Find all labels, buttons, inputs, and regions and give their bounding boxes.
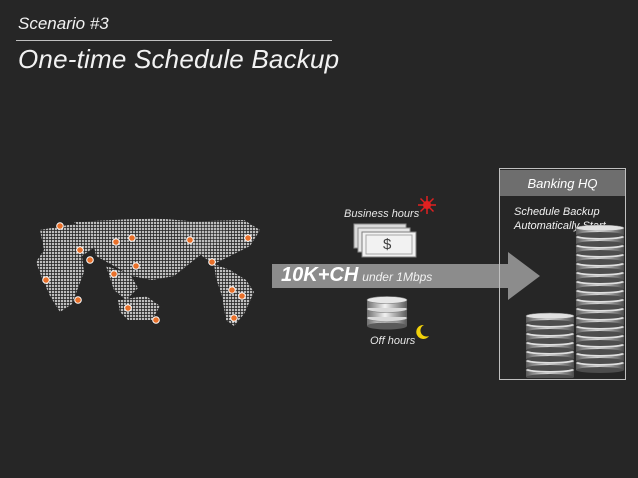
title-divider (16, 40, 332, 41)
off-hours-label: Off hours (370, 335, 416, 347)
page-title: One-time Schedule Backup (18, 44, 340, 74)
transfer-speed-value: 10K+CH (281, 264, 359, 286)
transfer-speed-note: under 1Mbps (362, 270, 433, 284)
business-hours-label: Business hours (344, 208, 420, 220)
database-icon (366, 296, 408, 330)
sun-icon (418, 196, 436, 214)
banking-hq-panel (499, 168, 626, 380)
money-stack-icon: $ (352, 222, 422, 260)
hq-note-line1: Schedule Backup (514, 206, 600, 218)
database-stacks-icon (525, 224, 625, 378)
dollar-sign: $ (383, 236, 392, 253)
scenario-label: Scenario #3 (18, 14, 109, 33)
banking-hq-title: Banking HQ (500, 170, 625, 196)
transfer-arrow (272, 252, 540, 300)
world-map-icon (36, 218, 260, 326)
moon-icon (416, 324, 429, 339)
